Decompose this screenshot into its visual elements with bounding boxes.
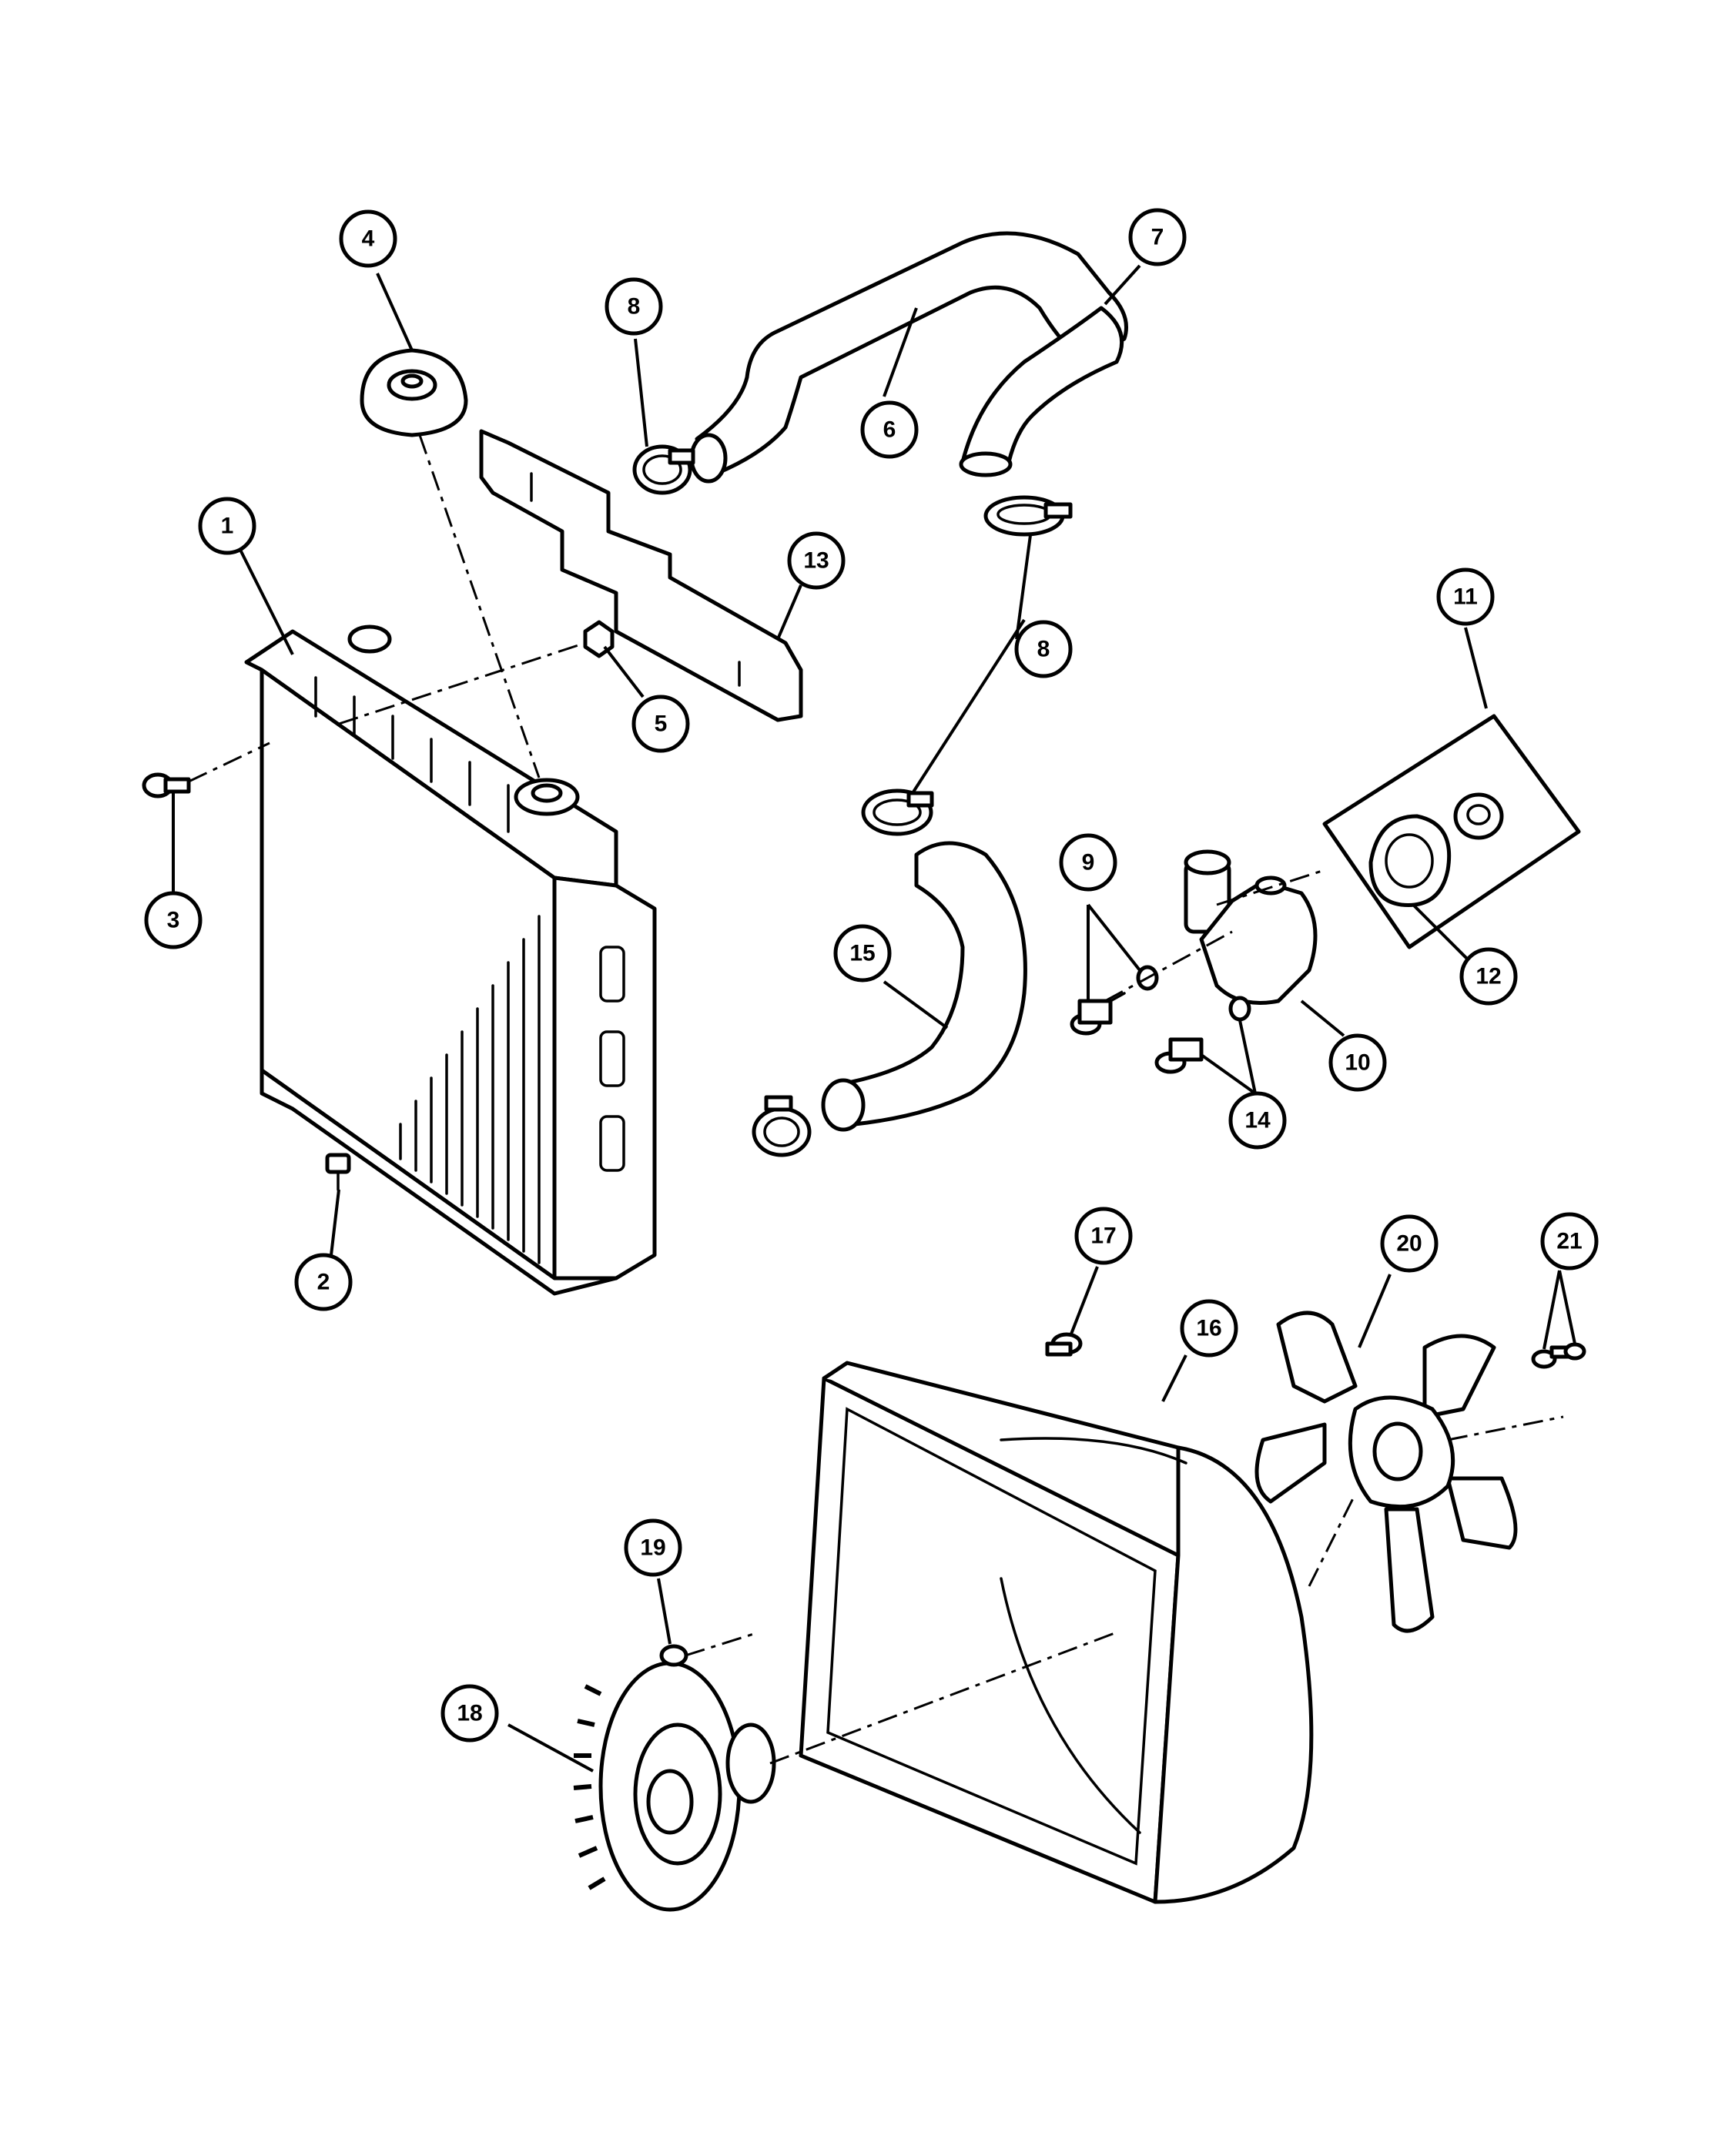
hose-clamp-bottom-drawing [752, 1095, 812, 1157]
callout-12: 12 [1459, 947, 1518, 1006]
callout-19: 19 [624, 1518, 682, 1577]
callout-label: 14 [1244, 1108, 1271, 1133]
callout-4: 4 [339, 209, 397, 268]
housing-bolt-drawing [1070, 965, 1159, 1036]
fan-clutch-drawing [573, 1661, 776, 1912]
radiator-bolt-drawing [142, 772, 191, 798]
callout-label: 8 [628, 294, 641, 320]
callout-label: 18 [457, 1701, 482, 1726]
callout-6: 6 [860, 400, 919, 459]
callout-label: 19 [640, 1535, 665, 1561]
callout-3: 3 [144, 891, 203, 949]
hose-clamp-upper-drawing [632, 444, 695, 495]
callout-label: 20 [1396, 1231, 1422, 1257]
radiator-core-fins [399, 892, 556, 1272]
radiator-cap-drawing [360, 348, 468, 437]
fan-clutch-fins [573, 1684, 606, 1890]
lower-hose-drawing [821, 841, 1027, 1132]
callout-label: 11 [1453, 584, 1478, 610]
fan-shroud-drawing [799, 1361, 1314, 1904]
callout-14: 14 [1228, 1091, 1287, 1150]
fan-bolts-drawing [1531, 1342, 1586, 1369]
callout-label: 2 [317, 1270, 330, 1295]
callout-15: 15 [833, 924, 892, 983]
callout-13: 13 [787, 531, 846, 590]
callout-1: 1 [198, 497, 256, 555]
callout-8-upper: 8 [605, 277, 663, 336]
callout-7: 7 [1128, 208, 1187, 266]
hose-clamp-mid-drawing [983, 495, 1073, 537]
bolt-and-washer-drawing [1154, 996, 1251, 1074]
callout-8-lower: 8 [1014, 620, 1073, 678]
clutch-nut-drawing [659, 1644, 688, 1667]
shroud-screw-drawing [1045, 1332, 1083, 1357]
callout-label: 5 [655, 711, 668, 737]
upper-hose-drawing [689, 231, 1128, 484]
callout-11: 11 [1436, 567, 1495, 626]
leader-lines [172, 264, 1576, 1773]
callout-20: 20 [1380, 1214, 1439, 1273]
callout-label: 6 [883, 417, 896, 443]
bypass-hose-drawing [959, 306, 1124, 477]
callout-label: 7 [1151, 225, 1164, 250]
callout-label: 15 [849, 941, 875, 966]
callout-2: 2 [294, 1253, 353, 1311]
callout-label: 8 [1037, 637, 1050, 662]
callout-label: 17 [1090, 1224, 1116, 1249]
callout-17: 17 [1074, 1207, 1133, 1265]
callout-18: 18 [440, 1684, 499, 1743]
callout-label: 16 [1196, 1316, 1221, 1341]
hose-clamp-lower-drawing [861, 788, 934, 836]
seal-drawing [479, 429, 803, 722]
callout-label: 21 [1556, 1229, 1582, 1254]
callout-10: 10 [1328, 1033, 1387, 1092]
callout-label: 9 [1082, 850, 1095, 875]
callout-16: 16 [1180, 1299, 1238, 1358]
callout-5: 5 [631, 695, 690, 753]
radiator-drawing [244, 624, 657, 1296]
callout-label: 10 [1345, 1050, 1370, 1076]
callout-label: 3 [167, 908, 180, 933]
callout-9: 9 [1059, 833, 1117, 892]
thermostat-housing-drawing [1184, 849, 1318, 1005]
callout-label: 4 [362, 226, 375, 252]
callout-label: 12 [1475, 964, 1501, 989]
thermostat-kit-drawing [1322, 714, 1581, 949]
drain-cock-drawing [325, 1153, 351, 1191]
fan-blade-drawing [1254, 1311, 1518, 1633]
callout-21: 21 [1540, 1212, 1599, 1270]
callout-label: 13 [803, 548, 829, 574]
callout-label: 1 [221, 514, 234, 539]
assembly-centerlines [188, 434, 1564, 1765]
